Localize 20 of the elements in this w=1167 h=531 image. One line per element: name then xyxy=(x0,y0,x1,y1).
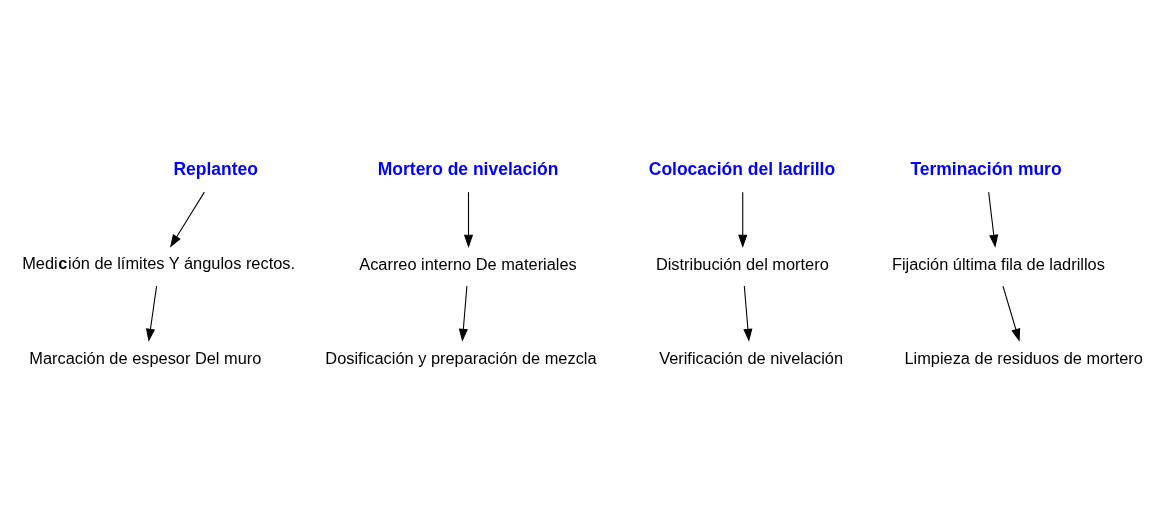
node-text: Medición de límites Y ángulos rectos. xyxy=(22,253,296,272)
node-text: Marcación de espesor Del muro xyxy=(29,348,262,367)
node-text: Fijación última fila de ladrillos xyxy=(891,254,1105,273)
node-text: Verificación de nivelación xyxy=(659,348,844,367)
arrow xyxy=(463,191,474,248)
node-text: Limpieza de residuos de mortero xyxy=(904,348,1143,367)
arrow xyxy=(170,191,205,248)
node-text: Mortero de nivelación xyxy=(377,158,559,179)
node-text: Distribución del mortero xyxy=(655,254,829,273)
node-text: Colocación del ladrillo xyxy=(648,158,836,179)
node-text: Acarreo interno De materiales xyxy=(359,254,577,273)
arrow xyxy=(743,285,753,342)
node-text: Replanteo xyxy=(173,158,258,179)
node-text: Dosificación y preparación de mezcla xyxy=(325,348,597,367)
node-text: Terminación muro xyxy=(910,158,1062,179)
arrow xyxy=(458,285,468,342)
arrow xyxy=(988,191,999,248)
arrow xyxy=(1002,285,1021,342)
arrow xyxy=(145,285,158,342)
arrow xyxy=(738,191,748,248)
